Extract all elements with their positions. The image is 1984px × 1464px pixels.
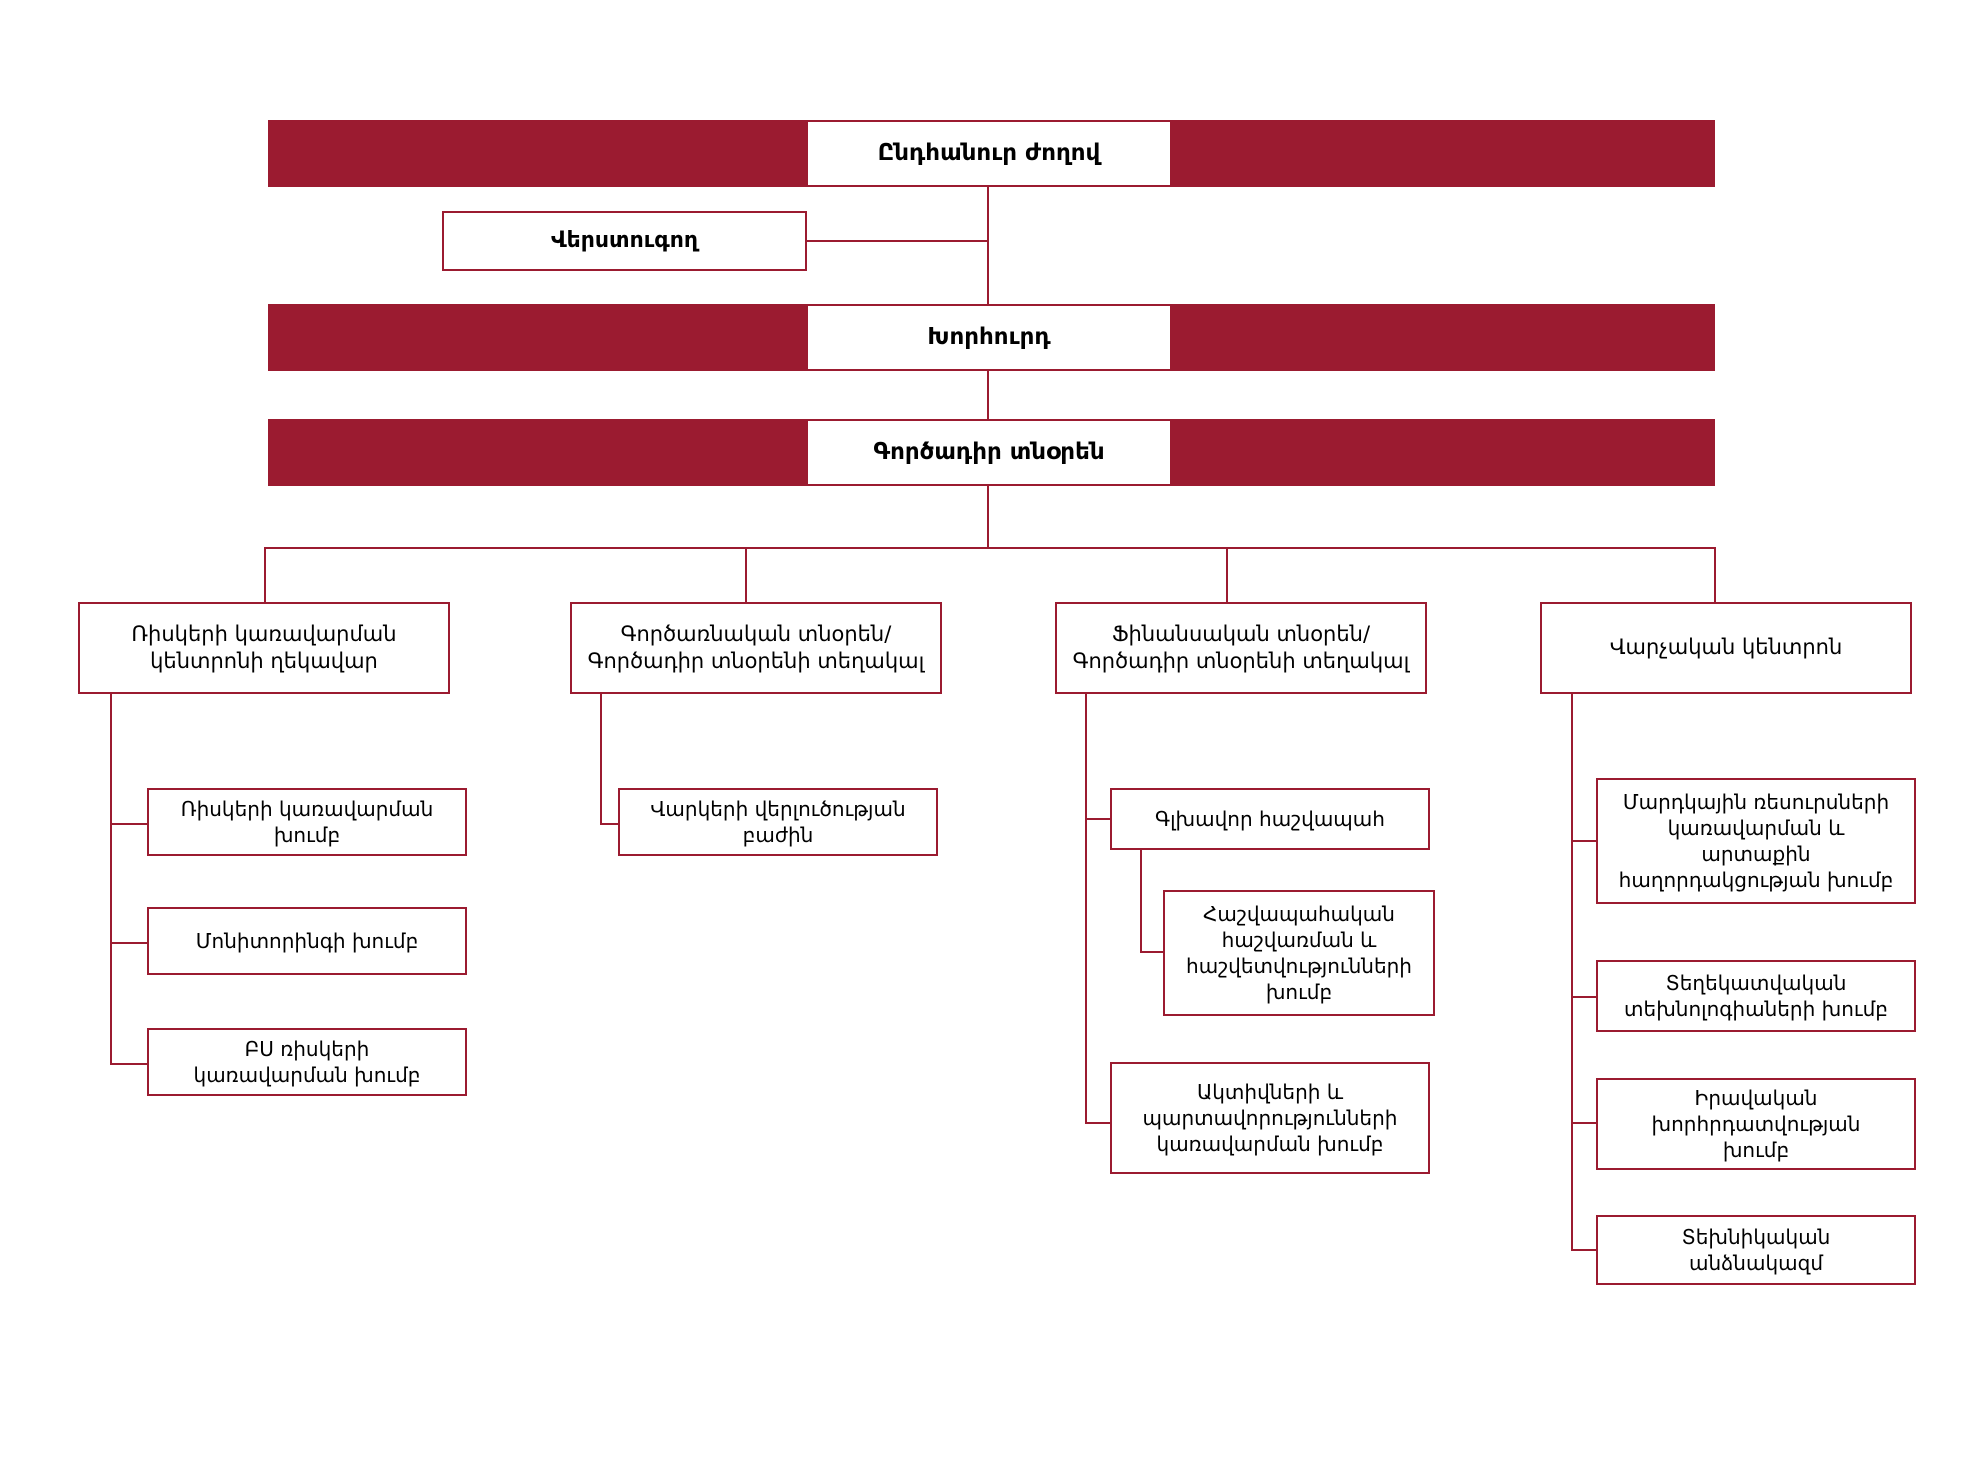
node-label: ԲՍ ռիսկերի կառավարման խումբ: [193, 1037, 421, 1087]
connector-department-bus: [264, 547, 1716, 549]
node-risk-management-center-head[interactable]: Ռիսկերի կառավարման կենտրոնի ղեկավար: [78, 602, 450, 694]
node-board[interactable]: Խորհուրդ: [806, 304, 1172, 371]
node-label: Ֆինանսական տնօրեն/ Գործադիր տնօրենի տեղա…: [1072, 621, 1410, 673]
connector-chief-accountant-trunk: [1140, 850, 1142, 953]
node-label: Մոնիտորինգի խումբ: [195, 929, 419, 953]
connector-operations-to-loan-analysis: [600, 823, 620, 825]
connector-credit-to-hr-group: [1571, 840, 1598, 842]
connector-general-assembly-to-board: [987, 187, 989, 309]
connector-risk-center-trunk: [110, 694, 112, 1063]
connector-board-to-executive-director: [987, 371, 989, 419]
node-label: Վարչական կենտրոն: [1609, 635, 1843, 660]
node-assets-liabilities-group[interactable]: Ակտիվների և պարտավորությունների կառավարմ…: [1110, 1062, 1430, 1174]
banner-bar-left-executive-director: [268, 419, 808, 486]
node-label: Ռիսկերի կառավարման կենտրոնի ղեկավար: [131, 621, 397, 673]
connector-bus-to-credit-center: [1714, 547, 1716, 602]
connector-credit-to-technical-staff: [1571, 1249, 1598, 1251]
node-label: Խորհուրդ: [927, 323, 1051, 350]
node-accounting-reporting-group[interactable]: Հաշվապահական հաշվառման և հաշվետվությունն…: [1163, 890, 1435, 1016]
banner-bar-right-general-assembly: [1170, 120, 1715, 187]
node-label: Գործադիր տնօրեն: [873, 438, 1105, 465]
connector-credit-to-legal-group: [1571, 1122, 1598, 1124]
connector-auditor-to-spine: [806, 240, 989, 242]
node-label: Վերստուգող: [550, 227, 699, 253]
node-label: Գլխավոր հաշվապահ: [1155, 807, 1385, 831]
node-auditor[interactable]: Վերստուգող: [442, 211, 807, 271]
node-general-assembly[interactable]: Ընդհանուր ժողով: [806, 120, 1172, 187]
connector-financial-to-assets-liabilities: [1085, 1122, 1112, 1124]
connector-credit-center-trunk: [1571, 694, 1573, 1249]
node-legal-advisory-group[interactable]: Իրավական խորհրդատվության խումբ: [1596, 1078, 1916, 1170]
banner-bar-left-board: [268, 304, 808, 371]
banner-bar-left-general-assembly: [268, 120, 808, 187]
node-operations-director[interactable]: Գործառնական տնօրեն/ Գործադիր տնօրենի տեղ…: [570, 602, 942, 694]
node-label: Վարկերի վերլուծության բաժին: [650, 797, 906, 847]
node-technical-staff[interactable]: Տեխնիկական անձնակազմ: [1596, 1215, 1916, 1285]
connector-chief-accountant-to-accounting-group: [1140, 951, 1166, 953]
node-executive-director[interactable]: Գործադիր տնօրեն: [806, 419, 1172, 486]
node-hr-external-relations-group[interactable]: Մարդկային ռեսուրսների կառավարման և արտաք…: [1596, 778, 1916, 904]
node-financial-director[interactable]: Ֆինանսական տնօրեն/ Գործադիր տնօրենի տեղա…: [1055, 602, 1427, 694]
node-label: Տեխնիկական անձնակազմ: [1681, 1225, 1831, 1275]
node-credit-center[interactable]: Վարչական կենտրոն: [1540, 602, 1912, 694]
banner-bar-right-board: [1170, 304, 1715, 371]
connector-financial-trunk: [1085, 694, 1087, 1122]
node-chief-accountant[interactable]: Գլխավոր հաշվապահ: [1110, 788, 1430, 850]
banner-bar-right-executive-director: [1170, 419, 1715, 486]
connector-bus-to-operations-director: [745, 547, 747, 602]
node-label: Գործառնական տնօրեն/ Գործադիր տնօրենի տեղ…: [587, 621, 925, 673]
node-label: Հաշվապահական հաշվառման և հաշվետվությունն…: [1186, 902, 1412, 1004]
connector-risk-center-to-monitoring: [110, 942, 148, 944]
connector-financial-to-chief-accountant: [1085, 818, 1112, 820]
node-risk-management-group[interactable]: Ռիսկերի կառավարման խումբ: [147, 788, 467, 856]
connector-credit-to-it-group: [1571, 996, 1598, 998]
node-label: Իրավական խորհրդատվության խումբ: [1651, 1086, 1861, 1162]
connector-executive-director-down: [987, 486, 989, 548]
node-loan-analysis-department[interactable]: Վարկերի վերլուծության բաժին: [618, 788, 938, 856]
node-ku-risk-management-group[interactable]: ԲՍ ռիսկերի կառավարման խումբ: [147, 1028, 467, 1096]
node-it-group[interactable]: Տեղեկատվական տեխնոլոգիաների խումբ: [1596, 960, 1916, 1032]
connector-bus-to-financial-director: [1226, 547, 1228, 602]
connector-operations-trunk: [600, 694, 602, 823]
connector-bus-to-risk-center: [264, 547, 266, 602]
node-label: Ակտիվների և պարտավորությունների կառավարմ…: [1142, 1080, 1398, 1156]
node-label: Տեղեկատվական տեխնոլոգիաների խումբ: [1624, 971, 1888, 1021]
node-monitoring-group[interactable]: Մոնիտորինգի խումբ: [147, 907, 467, 975]
node-label: Մարդկային ռեսուրսների կառավարման և արտաք…: [1618, 790, 1894, 892]
node-label: Ռիսկերի կառավարման խումբ: [180, 797, 434, 847]
connector-risk-center-to-ku-risk: [110, 1063, 148, 1065]
node-label: Ընդհանուր ժողով: [877, 139, 1101, 166]
connector-risk-center-to-risk-group: [110, 823, 148, 825]
